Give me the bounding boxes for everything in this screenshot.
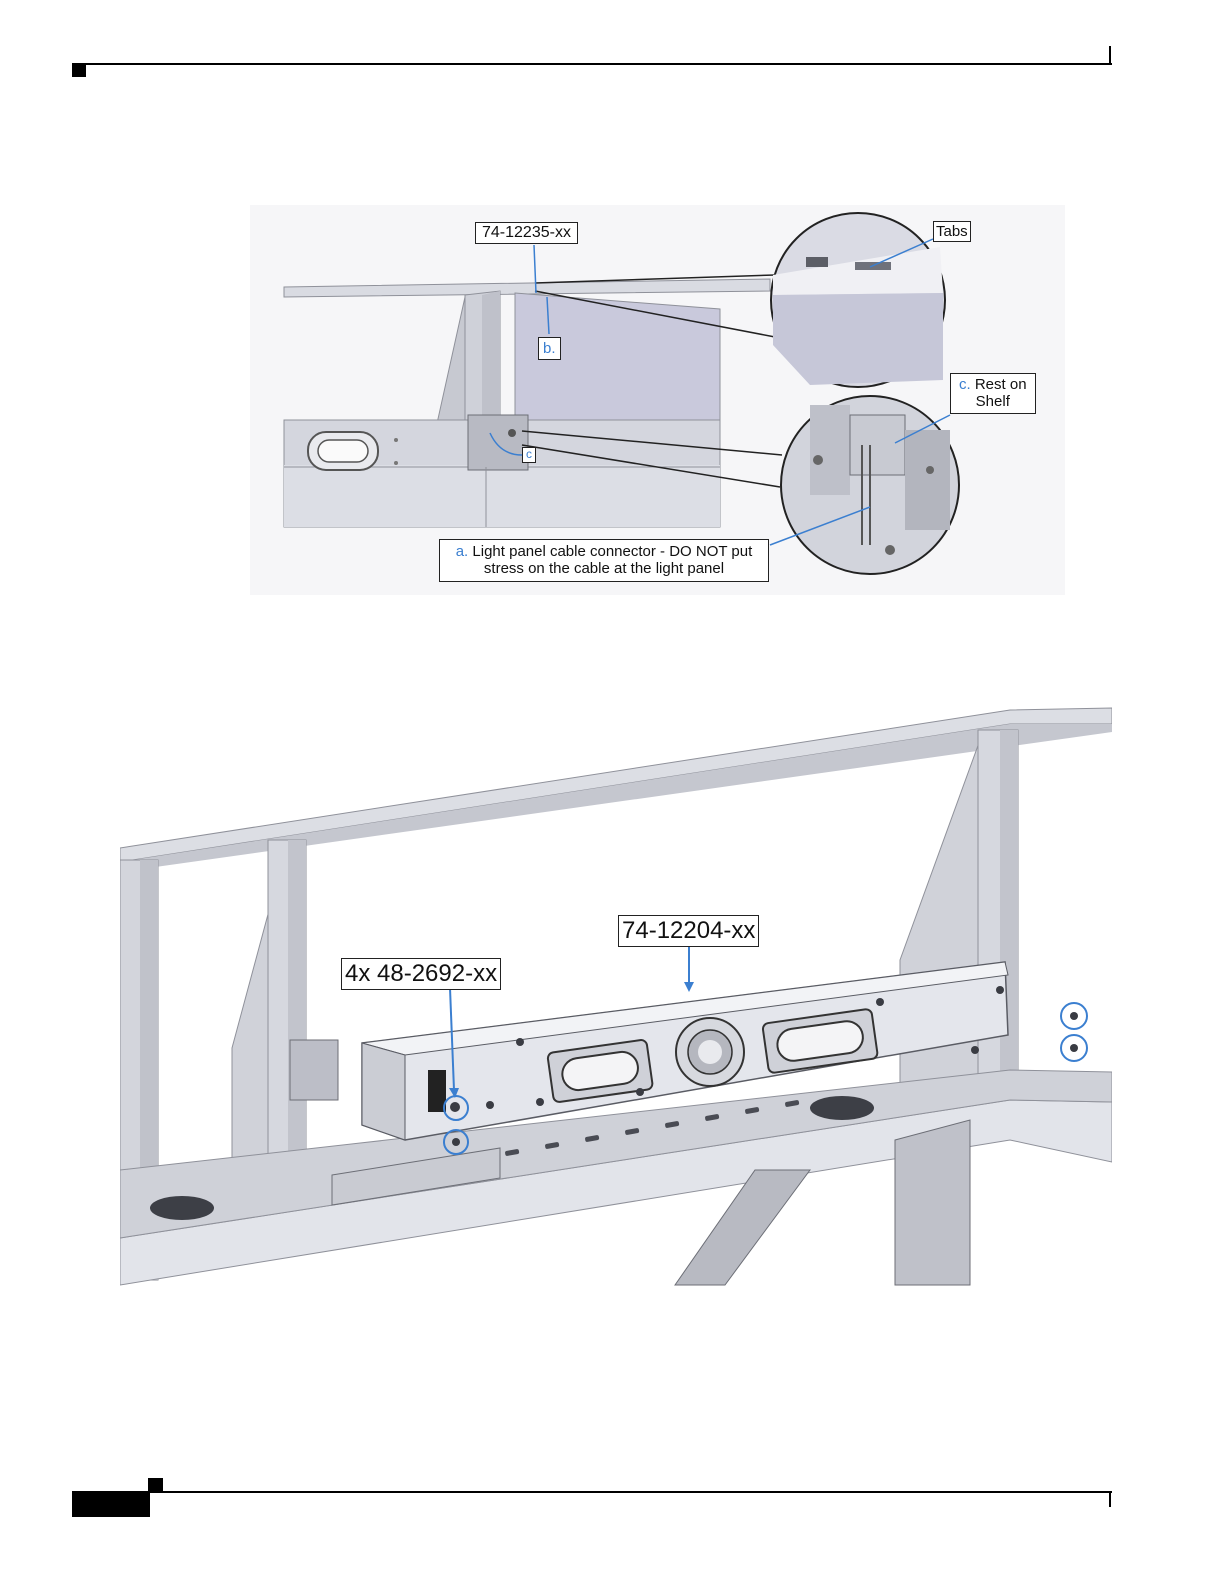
figure-speaker-assembly: 74-12204-xx 4x 48-2692-xx [120,700,1112,1290]
header-rule-end [1109,46,1111,65]
part-label-48-2692: 4x 48-2692-xx [341,958,501,990]
footer-marker [148,1478,163,1492]
footer-rule [72,1491,1112,1493]
callout-c-rest-on-shelf: c. Rest on Shelf [950,373,1036,414]
footer-tab [72,1493,150,1517]
callout-a-cable-connector: a. Light panel cable connector - DO NOT … [439,539,769,582]
callout-b: b. [538,337,561,360]
light-panel-illustration [250,205,1065,595]
figure-light-panel: 74-12235-xx Tabs b. c c. Rest on Shelf a… [250,205,1065,595]
callout-c-marker: c [522,447,536,463]
footer-rule-end [1109,1493,1111,1507]
tabs-label: Tabs [933,221,971,242]
part-label-74-12235: 74-12235-xx [475,222,578,244]
part-label-74-12204: 74-12204-xx [618,915,759,947]
speaker-assembly-illustration [120,700,1112,1290]
header-rule [72,63,1112,65]
header-marker [72,65,86,77]
